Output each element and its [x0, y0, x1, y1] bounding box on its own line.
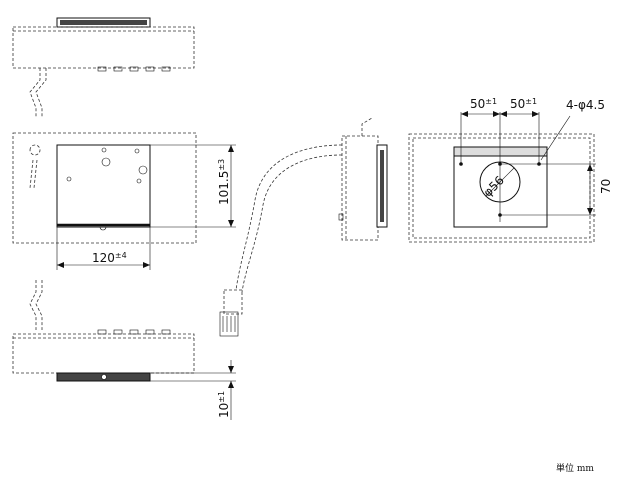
rear-view — [408, 111, 596, 243]
dim-width-a: 50±1 — [470, 97, 497, 111]
top-view — [12, 17, 195, 118]
dim-holes: 4-φ4.5 — [566, 98, 605, 112]
dim-thickness: 10±1 — [217, 391, 231, 418]
bottom-view — [12, 280, 236, 420]
front-view — [12, 132, 236, 270]
dim-height-right: 70 — [599, 179, 613, 194]
dim-height-left: 101.5±3 — [217, 159, 231, 205]
dim-width-b: 50±1 — [510, 97, 537, 111]
dim-width-bottom: 120±4 — [92, 251, 127, 265]
unit-label: 単位 mm — [556, 462, 594, 474]
side-view — [338, 117, 388, 241]
gooseneck-cable — [219, 144, 343, 337]
